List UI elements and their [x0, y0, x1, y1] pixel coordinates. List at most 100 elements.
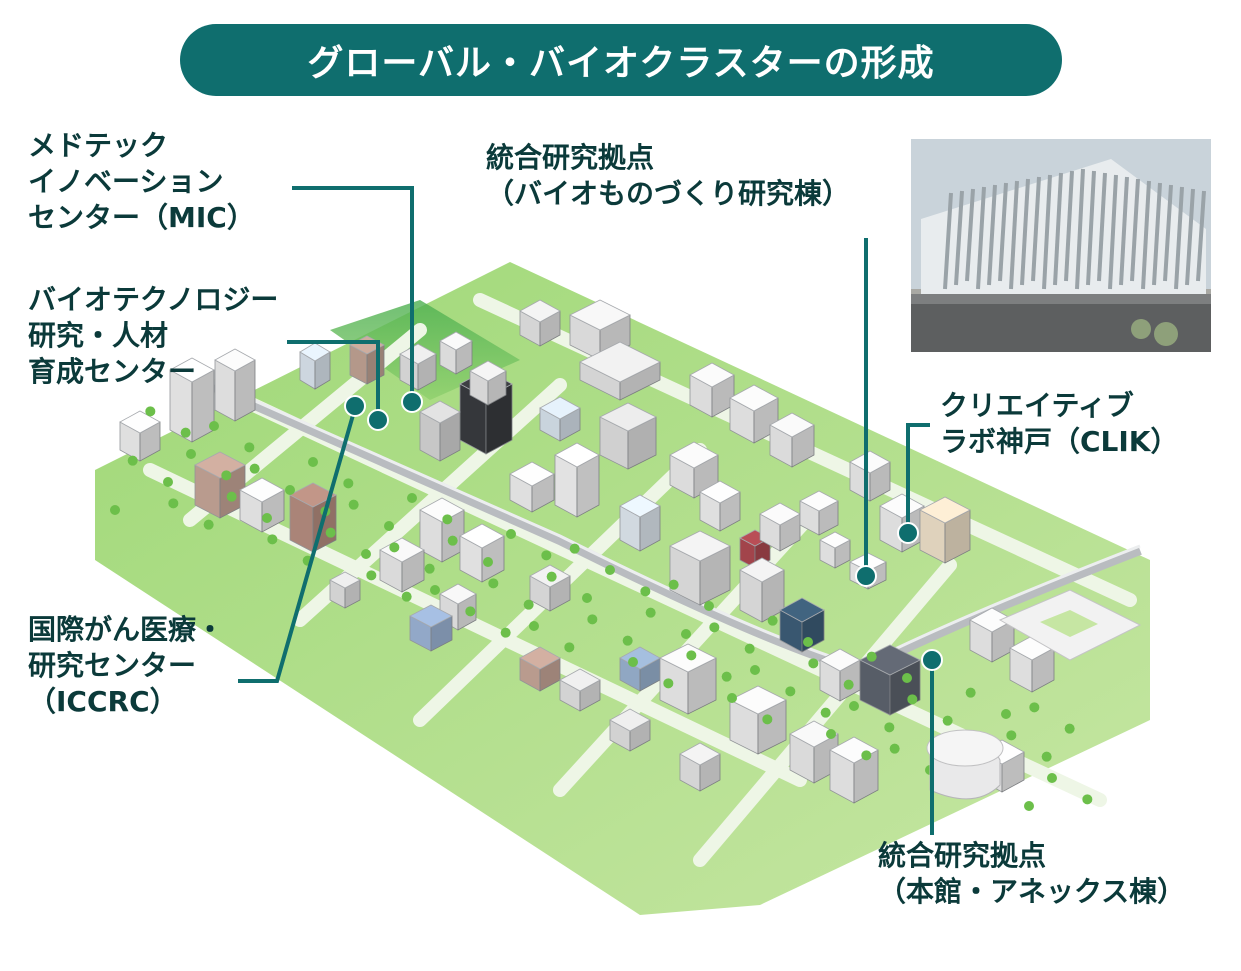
building-face [409, 604, 453, 628]
facade-fin [1141, 180, 1151, 290]
label-biotech-line2: 研究・人材 [28, 319, 169, 352]
tree [889, 743, 900, 754]
label-honkan: 統合研究拠点 （本館・アネックス棟） [878, 838, 1185, 910]
label-mic-line1: メドテック [28, 129, 169, 162]
facade-fin [1119, 176, 1129, 286]
building-group [110, 299, 1093, 811]
label-bio-mono-line1: 統合研究拠点 [486, 141, 655, 174]
tree [767, 615, 778, 626]
tree [884, 722, 895, 733]
building-face [519, 299, 561, 323]
label-bio-mono: 統合研究拠点 （バイオものづくり研究棟） [486, 140, 850, 212]
label-iccrc-line1: 国際がん医療・ [28, 613, 225, 646]
tree [343, 478, 354, 489]
leader-line-iccrc [238, 407, 357, 683]
tree [127, 455, 138, 466]
tree [727, 693, 737, 703]
marker-honkan [921, 649, 943, 671]
tree [1041, 751, 1052, 762]
building-face [819, 648, 861, 672]
tree [1001, 709, 1011, 719]
building-photo-illustration [911, 139, 1211, 352]
oval-building [926, 729, 1004, 800]
tree [407, 493, 417, 503]
facade-fin [1174, 186, 1184, 290]
tree [529, 621, 539, 631]
tree [849, 701, 859, 711]
tree [1064, 723, 1075, 734]
building-face [239, 477, 285, 503]
building-face [439, 331, 473, 351]
marker-bio-mono [855, 565, 877, 587]
tree [262, 513, 272, 523]
tree [145, 406, 156, 417]
facade-fin [1009, 180, 1019, 290]
building-face [779, 597, 825, 623]
tree [348, 499, 359, 510]
facade-fin [943, 192, 953, 290]
tree [582, 593, 592, 603]
leader-line-biotech [287, 340, 380, 420]
tree [965, 687, 976, 698]
building-face [194, 451, 246, 479]
tree [1024, 801, 1034, 811]
tree [483, 557, 493, 567]
tree [785, 686, 796, 697]
facade-fin [998, 182, 1008, 282]
tree [663, 678, 674, 689]
building-face [919, 496, 971, 524]
building-face [559, 668, 601, 692]
label-mic-line2: イノベーション [28, 165, 224, 198]
building-face [729, 384, 779, 412]
facade-fin [1163, 184, 1173, 282]
building-face [849, 450, 891, 474]
building-face [599, 402, 657, 432]
label-biotech-line1: バイオテクノロジー [28, 283, 279, 316]
building-face [769, 412, 815, 438]
marker-mic [401, 391, 423, 413]
tree [110, 505, 120, 515]
building-face [419, 497, 465, 523]
tree [843, 679, 854, 690]
tree [645, 607, 656, 618]
tree [244, 442, 255, 453]
building-face [669, 530, 731, 562]
facade-fin [987, 184, 997, 286]
marker-iccrc [344, 395, 366, 417]
tree [546, 571, 557, 582]
building-face [609, 708, 651, 732]
facade-fin [1031, 176, 1041, 282]
building-face [289, 482, 337, 508]
building-face [569, 299, 631, 331]
tree [180, 427, 191, 438]
tree [203, 519, 214, 530]
facade-fin [1053, 172, 1063, 286]
tree [744, 643, 755, 654]
building-face [799, 490, 839, 512]
building-face [169, 357, 215, 383]
tree [587, 614, 598, 625]
facade-fin [1086, 170, 1096, 286]
leader-line-clik [906, 423, 930, 533]
tree [686, 650, 697, 661]
tree [1029, 702, 1040, 713]
facade-fin [1064, 170, 1074, 282]
tree [430, 585, 440, 595]
tree [465, 606, 476, 617]
label-clik-line1: クリエイティブ [940, 389, 1134, 422]
building-face [419, 400, 461, 424]
tree [226, 491, 237, 502]
tree [523, 599, 534, 610]
tree [447, 535, 458, 546]
building-face [579, 341, 661, 383]
building-face [729, 685, 787, 715]
building-face [789, 720, 839, 748]
label-biotech-line3: 育成センター [28, 355, 197, 388]
tree [826, 729, 836, 739]
tree [762, 714, 773, 725]
tree [564, 642, 575, 653]
marker-clik [897, 522, 919, 544]
tree [808, 658, 819, 669]
tree [285, 485, 295, 495]
